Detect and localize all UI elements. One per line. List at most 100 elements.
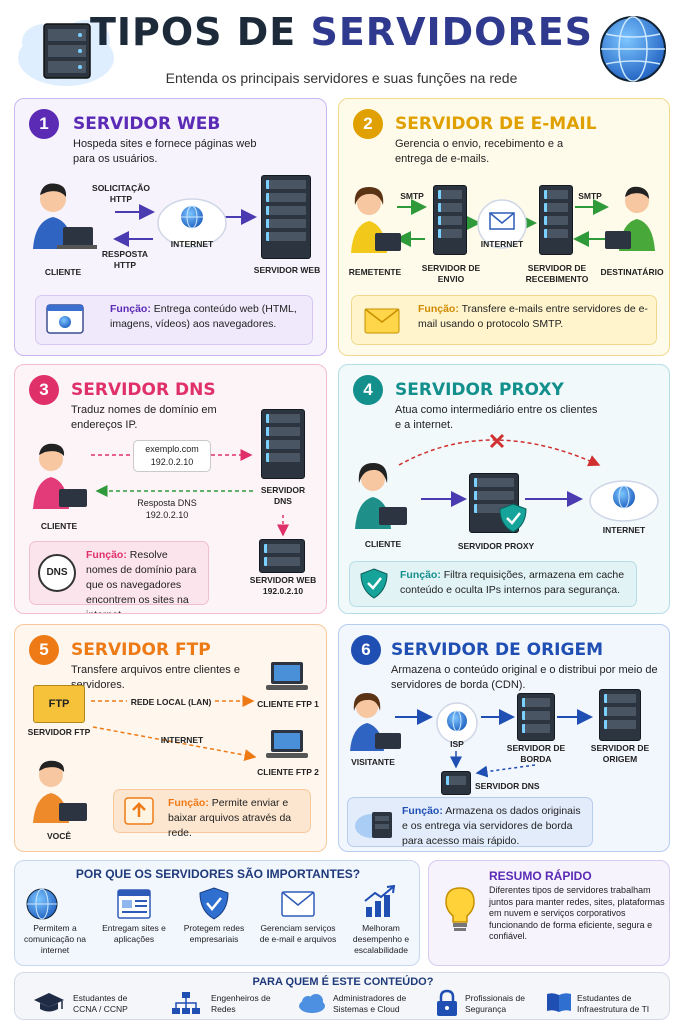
internet-label: INTERNET	[480, 239, 524, 249]
cloud-server-icon	[354, 806, 394, 845]
server-rack-icon	[18, 20, 114, 86]
function-box: Função: Transfere e-mails entre servidor…	[351, 295, 657, 345]
card-origin-server: 6 SERVIDOR DE ORIGEM Armazena o conteúdo…	[338, 624, 670, 852]
dns-flow-arrows	[91, 449, 289, 537]
importance-item-label: Gerenciam serviços de e-mail e arquivos	[259, 923, 337, 944]
proxy-server-label: SERVIDOR PROXY	[457, 541, 535, 551]
card-title: SERVIDOR WEB	[73, 114, 221, 134]
laptop-icon	[265, 661, 309, 698]
ftp-flow-arrows	[91, 695, 257, 761]
client-label: CLIENTE	[40, 521, 78, 531]
function-box: Função: Entrega conteúdo web (HTML, imag…	[35, 295, 313, 345]
audience-section: PARA QUEM É ESTE CONTEÚDO? Estudantes de…	[14, 972, 670, 1020]
browser-icon	[46, 304, 84, 339]
web-flow-arrows	[113, 204, 257, 247]
card-description: Traduz nomes de domínio em endereços IP.	[71, 404, 217, 431]
envelope-icon	[364, 308, 400, 339]
function-box: Função: Armazena os dados originais e os…	[347, 797, 593, 847]
origin-flow-arrows	[395, 709, 593, 778]
upload-icon	[124, 797, 154, 830]
internet-cloud-icon	[155, 189, 229, 256]
laptop-icon	[265, 729, 309, 766]
smtp-label: SMTP	[400, 191, 424, 201]
smtp-label: SMTP	[578, 191, 602, 201]
isp-globe-icon	[435, 701, 479, 750]
card-title: SERVIDOR DNS	[71, 380, 216, 400]
visitor-label: VISITANTE	[351, 757, 395, 767]
isp-label: ISP	[450, 739, 464, 749]
summary-title: RESUMO RÁPIDO	[489, 869, 592, 883]
card-ftp-server: 5 SERVIDOR FTP Transfere arquivos entre …	[14, 624, 327, 852]
function-box: Função: Permite enviar e baixar arquivos…	[113, 789, 311, 839]
internet-label: INTERNET	[602, 525, 646, 535]
http-request-label: SOLICITAÇÃO HTTP	[92, 183, 150, 204]
audience-item-label: Estudantes de Infraestrutura de TI	[577, 993, 650, 1014]
function-box: Função: Filtra requisições, armazena em …	[349, 561, 637, 607]
audience-item-label: Administradores de Sistemas e Cloud	[333, 993, 407, 1014]
edge-server-icon	[517, 693, 555, 741]
email-flow-arrows	[395, 199, 609, 247]
growth-chart-icon	[363, 884, 397, 924]
lightbulb-icon	[443, 885, 477, 938]
internet-envelope-icon	[477, 199, 527, 256]
client-person-icon	[27, 177, 97, 262]
card-title: SERVIDOR PROXY	[395, 380, 564, 400]
origin-server-icon	[599, 689, 641, 741]
card-number: 5	[29, 635, 59, 665]
lan-label: REDE LOCAL (LAN)	[130, 697, 212, 707]
web-server-icon	[261, 175, 311, 259]
card-email-server: 2 SERVIDOR DE E-MAIL Gerencia o envio, r…	[338, 98, 670, 356]
importance-item-label: Permitem a comunicação na internet	[24, 923, 86, 955]
sender-label: REMETENTE	[348, 267, 402, 277]
dns-server-icon	[441, 771, 471, 795]
card-description: Gerencia o envio, recebimento e a entreg…	[395, 138, 564, 165]
importance-item-label: Entregam sites e aplicações	[102, 923, 166, 944]
globe-icon	[25, 887, 59, 926]
importance-item-label: Protegem redes empresariais	[183, 923, 245, 944]
receive-server-icon	[539, 185, 573, 255]
dns-globe-icon: DNS	[38, 554, 76, 592]
importance-section: POR QUE OS SERVIDORES SÃO IMPORTANTES? P…	[14, 860, 420, 966]
card-proxy-server: 4 SERVIDOR PROXY Atua como intermediário…	[338, 364, 670, 614]
blocked-x-icon	[489, 433, 505, 449]
globe-icon	[598, 14, 668, 84]
header-server-illustration	[16, 6, 116, 90]
web-server-label: SERVIDOR WEB	[253, 265, 321, 275]
ftp-client-2-label: CLIENTE FTP 2	[257, 767, 319, 777]
edge-server-label: SERVIDOR DE BORDA	[506, 743, 566, 764]
ftp-client-1-label: CLIENTE FTP 1	[257, 699, 319, 709]
visitor-person-icon	[347, 689, 407, 760]
dns-server-label: SERVIDOR DNS	[260, 485, 306, 506]
internet-cloud-icon	[587, 473, 661, 528]
audience-title: PARA QUEM É ESTE CONTEÚDO?	[252, 976, 434, 988]
shield-icon	[360, 568, 388, 605]
web-server-icon	[259, 539, 305, 573]
card-web-server: 1 SERVIDOR WEB Hospeda sites e fornece p…	[14, 98, 327, 356]
page-subtitle: Entenda os principais servidores e suas …	[165, 70, 518, 86]
card-number: 4	[353, 375, 383, 405]
card-description: Hospeda sites e fornece páginas web para…	[73, 138, 257, 165]
internet-label: INTERNET	[160, 735, 204, 745]
web-page-icon	[117, 889, 151, 924]
sender-person-icon	[345, 181, 405, 266]
importance-title: POR QUE OS SERVIDORES SÃO IMPORTANTES?	[75, 867, 361, 881]
audience-item-label: Profissionais de Segurança	[465, 993, 526, 1014]
receive-server-label: SERVIDOR DE RECEBIMENTO	[525, 263, 589, 284]
you-label: VOCÊ	[46, 831, 72, 841]
send-server-label: SERVIDOR DE ENVIO	[421, 263, 481, 284]
summary-text: Diferentes tipos de servidores trabalham…	[489, 885, 665, 941]
audience-item-label: Engenheiros de Redes	[211, 993, 271, 1014]
ftp-folder-icon: FTP	[33, 685, 85, 723]
shield-icon	[499, 503, 527, 538]
card-description: Atua como intermediário entre os cliente…	[395, 404, 598, 431]
network-icon	[171, 991, 201, 1020]
client-label: CLIENTE	[44, 267, 82, 277]
card-dns-server: 3 SERVIDOR DNS Traduz nomes de domínio e…	[14, 364, 327, 614]
origin-server-label: SERVIDOR DE ORIGEM	[590, 743, 650, 764]
page-title: TIPOS DE SERVIDORES	[89, 10, 594, 54]
you-person-icon	[27, 755, 93, 832]
graduation-cap-icon	[33, 991, 65, 1018]
